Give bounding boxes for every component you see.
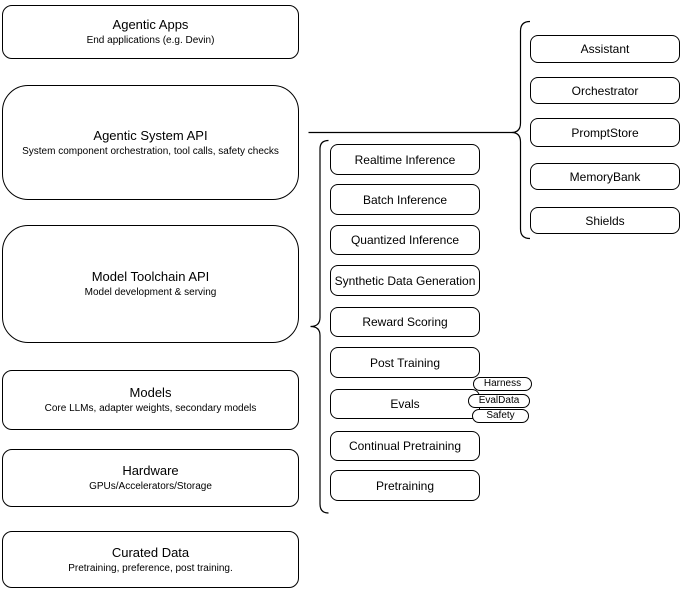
node-label: Quantized Inference — [350, 233, 460, 247]
node-evals: Evals — [330, 389, 480, 419]
node-label: Continual Pretraining — [348, 439, 462, 453]
system-components-brace — [511, 20, 531, 240]
node-agentic-apps: Agentic Apps End applications (e.g. Devi… — [2, 5, 299, 59]
node-label: Post Training — [369, 355, 441, 370]
node-subtitle: GPUs/Accelerators/Storage — [89, 481, 212, 492]
node-orchestrator: Orchestrator — [530, 77, 680, 104]
node-quantized-inference: Quantized Inference — [330, 225, 480, 255]
node-shields: Shields — [530, 207, 680, 234]
node-label: Reward Scoring — [362, 315, 448, 329]
node-label: Synthetic Data Generation — [334, 273, 476, 288]
tag-evaldata: EvalData — [468, 394, 530, 408]
node-pretraining: Pretraining — [330, 470, 480, 501]
node-agentic-system-api: Agentic System API System component orch… — [2, 85, 299, 200]
node-label: MemoryBank — [569, 169, 641, 184]
node-label: Orchestrator — [571, 83, 639, 98]
node-batch-inference: Batch Inference — [330, 184, 480, 215]
node-curated-data: Curated Data Pretraining, preference, po… — [2, 531, 299, 588]
tag-harness: Harness — [473, 377, 532, 391]
node-subtitle: End applications (e.g. Devin) — [86, 35, 215, 46]
node-label: Pretraining — [375, 478, 435, 493]
node-title: Models — [129, 385, 172, 400]
tag-label: Safety — [486, 410, 515, 421]
node-label: Evals — [390, 397, 420, 411]
node-subtitle: Model development & serving — [84, 287, 217, 298]
toolchain-services-brace — [310, 139, 329, 514]
tag-safety: Safety — [472, 409, 529, 423]
node-realtime-inference: Realtime Inference — [330, 144, 480, 175]
node-label: Shields — [585, 213, 625, 228]
node-memorybank: MemoryBank — [530, 163, 680, 190]
node-label: Realtime Inference — [354, 152, 456, 167]
node-label: PromptStore — [571, 125, 639, 140]
node-models: Models Core LLMs, adapter weights, secon… — [2, 370, 299, 430]
node-reward-scoring: Reward Scoring — [330, 307, 480, 337]
node-title: Agentic System API — [93, 127, 208, 143]
node-title: Curated Data — [111, 544, 190, 560]
node-title: Agentic Apps — [112, 17, 189, 32]
node-label: Batch Inference — [362, 192, 448, 207]
node-subtitle: Core LLMs, adapter weights, secondary mo… — [44, 403, 257, 414]
node-continual-pretraining: Continual Pretraining — [330, 431, 480, 461]
node-assistant: Assistant — [530, 35, 680, 63]
node-title: Model Toolchain API — [91, 269, 210, 284]
node-subtitle: System component orchestration, tool cal… — [22, 145, 279, 157]
node-title: Hardware — [122, 463, 179, 478]
node-post-training: Post Training — [330, 347, 480, 378]
tag-label: EvalData — [478, 395, 520, 406]
node-subtitle: Pretraining, preference, post training. — [68, 562, 233, 574]
tag-label: Harness — [483, 378, 522, 389]
node-hardware: Hardware GPUs/Accelerators/Storage — [2, 449, 299, 507]
node-model-toolchain-api: Model Toolchain API Model development & … — [2, 225, 299, 343]
node-promptstore: PromptStore — [530, 118, 680, 147]
node-synthetic-data-generation: Synthetic Data Generation — [330, 265, 480, 296]
node-label: Assistant — [580, 42, 630, 56]
